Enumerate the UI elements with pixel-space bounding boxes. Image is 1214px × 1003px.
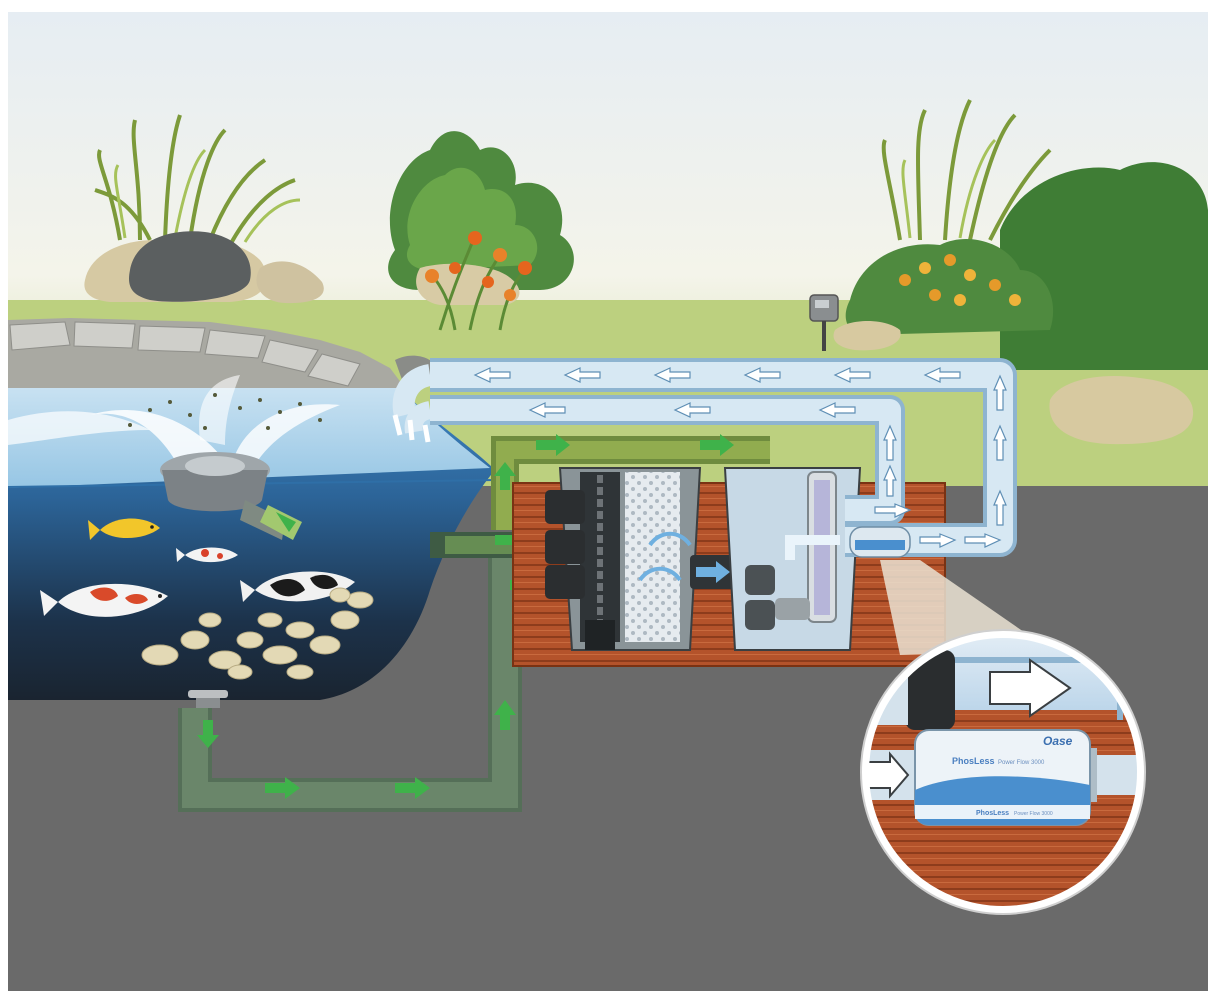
- grass-clump-left: [94, 114, 301, 246]
- koi-small: [176, 547, 238, 563]
- control-unit: [809, 294, 839, 351]
- magnifier-lens: Oase PhosLess Power Flow 3000 PhosLess P…: [860, 629, 1146, 915]
- pond-pebbles: [141, 587, 374, 680]
- pump-chamber: [723, 467, 862, 651]
- rock-right: [1049, 376, 1194, 445]
- flowers-right: [899, 254, 1021, 306]
- product-model: Power Flow 3000: [998, 760, 1045, 766]
- fountain-spray: [8, 375, 340, 465]
- overflow-flow-arrows: [494, 434, 734, 490]
- oase-logo: Oase: [1043, 734, 1073, 748]
- filter-housing: [545, 467, 702, 651]
- phosless-inline-unit: [849, 526, 911, 558]
- band-product-name: PhosLess: [976, 810, 1009, 817]
- bush-flowers-right: [845, 239, 1054, 335]
- band-product-model: Power Flow 3000: [1014, 811, 1053, 817]
- product-name: PhosLess: [952, 756, 995, 766]
- return-flow-arrows: [473, 367, 1007, 548]
- large-bush-right: [1000, 162, 1208, 370]
- rock-small-right: [833, 321, 901, 351]
- koi-yellow: [88, 518, 160, 540]
- rock-center: [416, 263, 520, 305]
- koi-large: [40, 583, 168, 617]
- koi-black: [240, 571, 355, 602]
- boulder-left: [129, 231, 251, 302]
- pebble-left: [256, 261, 324, 304]
- shrub-center: [388, 131, 574, 290]
- flowers-center: [425, 231, 532, 331]
- fountain-pump: [160, 452, 302, 540]
- bottom-drain: [188, 690, 228, 708]
- lens-flow-arrow: [989, 658, 1072, 718]
